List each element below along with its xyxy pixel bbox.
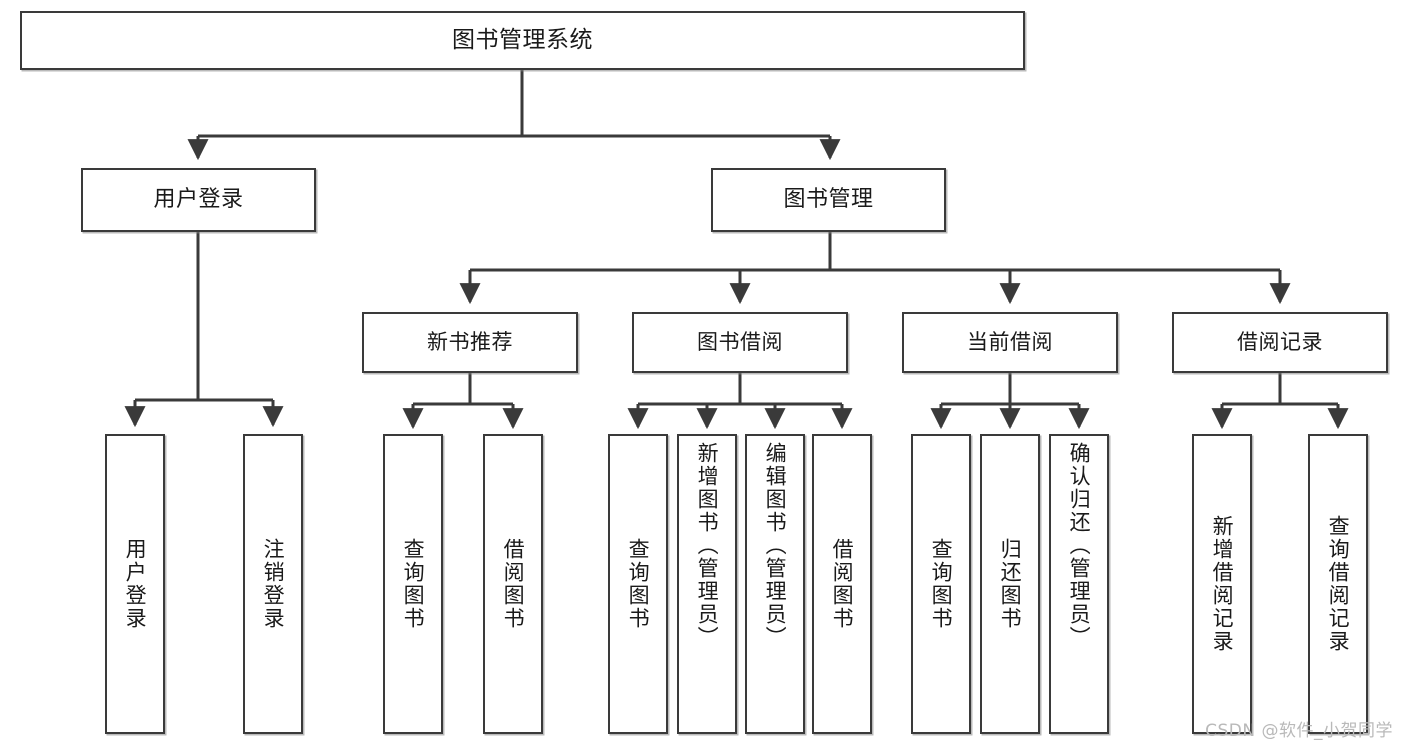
node-leaf-return-book[interactable]: 归还图书	[980, 434, 1040, 734]
node-label: 图书管理系统	[452, 27, 593, 54]
node-book-borrow[interactable]: 图书借阅	[632, 312, 848, 373]
node-label: 确认归还（管理员）	[1067, 442, 1092, 649]
node-label: 查询借阅记录	[1326, 515, 1351, 653]
node-label: 图书管理	[783, 186, 874, 212]
node-new-book-recommend[interactable]: 新书推荐	[362, 312, 578, 373]
node-label: 新增借阅记录	[1210, 515, 1235, 653]
node-label: 编辑图书（管理员）	[763, 442, 788, 649]
node-current-borrow[interactable]: 当前借阅	[902, 312, 1118, 373]
node-root-book-management-system[interactable]: 图书管理系统	[20, 11, 1025, 70]
node-leaf-add-book-admin[interactable]: 新增图书（管理员）	[677, 434, 737, 734]
node-borrow-records[interactable]: 借阅记录	[1172, 312, 1388, 373]
node-label: 查询图书	[929, 538, 954, 630]
node-leaf-query-book-bb[interactable]: 查询图书	[608, 434, 668, 734]
node-label: 归还图书	[998, 538, 1023, 630]
node-label: 用户登录	[123, 538, 148, 630]
node-label: 查询图书	[401, 538, 426, 630]
node-leaf-edit-book-admin[interactable]: 编辑图书（管理员）	[745, 434, 805, 734]
node-label: 借阅记录	[1237, 329, 1323, 354]
watermark: CSDN @软件_小贺同学	[1205, 721, 1393, 741]
node-leaf-add-borrow-record[interactable]: 新增借阅记录	[1192, 434, 1252, 734]
node-leaf-query-borrow-record[interactable]: 查询借阅记录	[1308, 434, 1368, 734]
node-leaf-confirm-return-admin[interactable]: 确认归还（管理员）	[1049, 434, 1109, 734]
node-label: 当前借阅	[967, 329, 1053, 354]
node-label: 图书借阅	[697, 329, 783, 354]
node-label: 借阅图书	[830, 538, 855, 630]
node-leaf-logout[interactable]: 注销登录	[243, 434, 303, 734]
node-label: 查询图书	[626, 538, 651, 630]
node-leaf-borrow-book-nb[interactable]: 借阅图书	[483, 434, 543, 734]
node-label: 注销登录	[261, 538, 286, 630]
node-label: 用户登录	[153, 186, 244, 212]
node-book-management[interactable]: 图书管理	[711, 168, 946, 232]
node-leaf-query-book-nb[interactable]: 查询图书	[383, 434, 443, 734]
node-leaf-query-book-cb[interactable]: 查询图书	[911, 434, 971, 734]
node-user-login[interactable]: 用户登录	[81, 168, 316, 232]
node-label: 新增图书（管理员）	[695, 442, 720, 649]
node-leaf-user-login[interactable]: 用户登录	[105, 434, 165, 734]
node-label: 新书推荐	[427, 329, 513, 354]
node-label: 借阅图书	[501, 538, 526, 630]
node-leaf-borrow-book-bb[interactable]: 借阅图书	[812, 434, 872, 734]
